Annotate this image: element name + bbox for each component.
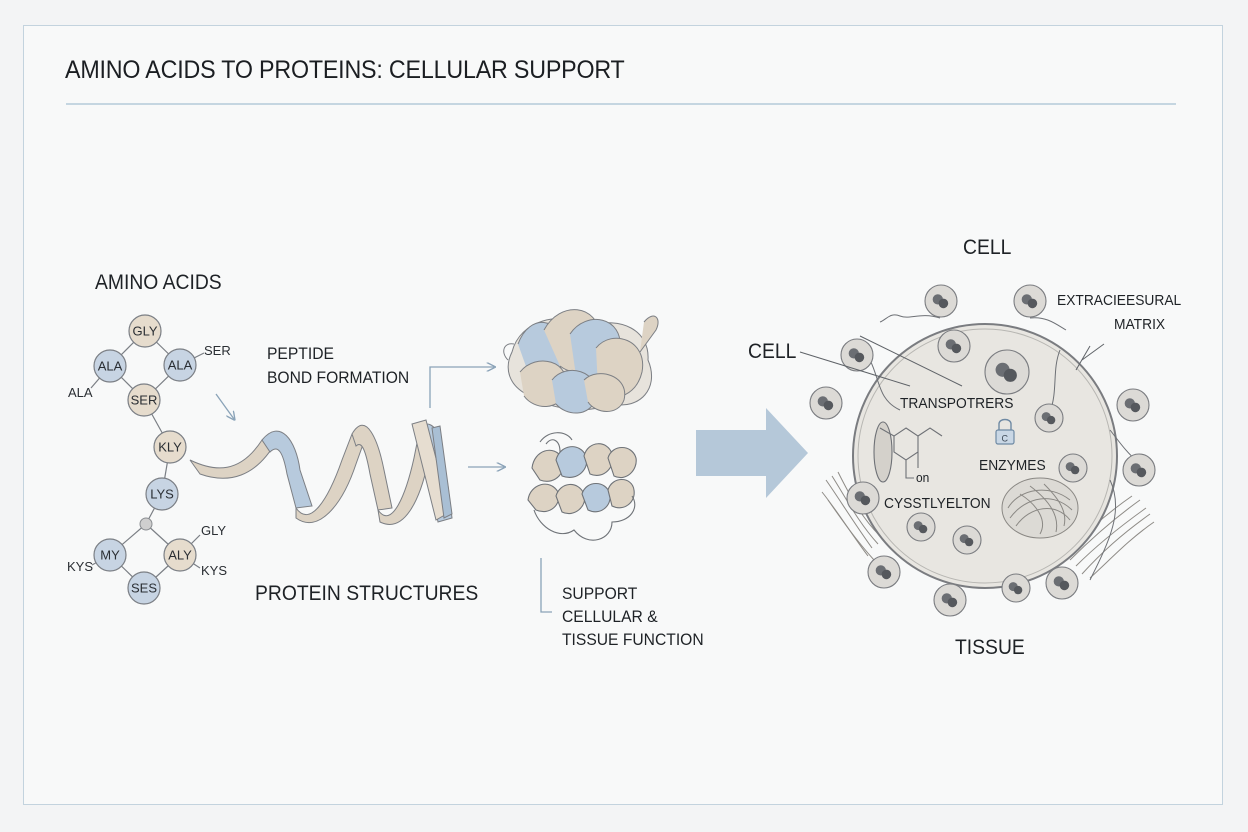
amino-node-label: MY (100, 548, 120, 563)
lock-icon-glyph: C (1002, 434, 1009, 444)
vesicle (924, 284, 958, 318)
label-transporters: TRANSPOTRERS (900, 395, 1014, 412)
arrow-to-globular (429, 367, 494, 408)
amino-node-label: ALY (168, 548, 192, 563)
globular-protein (503, 309, 659, 414)
label-tissue: TISSUE (955, 636, 1025, 659)
label-tissue-function: TISSUE FUNCTION (562, 630, 704, 649)
label-support: SUPPORT (562, 584, 638, 603)
vesicle (1013, 284, 1047, 318)
amino-node: ALA (163, 348, 197, 382)
helix-bundle-protein (527, 432, 637, 541)
amino-node-label: SER (131, 393, 158, 408)
amino-node: LYS (145, 477, 179, 511)
vesicle (867, 555, 901, 589)
vesicle (809, 386, 843, 420)
molecule-sketch (873, 421, 943, 483)
vesicle (1001, 573, 1031, 603)
vesicle (984, 349, 1030, 395)
label-on: on (916, 470, 930, 485)
vesicle (906, 512, 936, 542)
label-enzymes: ENZYMES (979, 457, 1046, 474)
amino-node-circle (163, 538, 197, 572)
page-title: AMINO ACIDS TO PROTEINS: CELLULAR SUPPOR… (65, 56, 625, 84)
vesicle (933, 583, 967, 617)
side-label-kys-right: KYS (201, 563, 227, 578)
label-amino-acids: AMINO ACIDS (95, 271, 222, 294)
support-bracket (540, 558, 552, 613)
arrow-to-chain (215, 393, 234, 419)
amino-node-circle (128, 314, 162, 348)
amino-node-label: KLY (158, 440, 182, 455)
label-protein-structures: PROTEIN STRUCTURES (255, 582, 479, 605)
label-extracellular: EXTRACIEESURAL (1057, 292, 1182, 309)
amino-node-label: ALA (98, 359, 123, 374)
label-cellular: CELLULAR & (562, 607, 658, 626)
amino-node-label: GLY (132, 324, 157, 339)
vesicle (1058, 453, 1088, 483)
amino-node: SER (127, 383, 161, 417)
label-peptide: PEPTIDE (267, 344, 334, 363)
label-matrix: MATRIX (1114, 316, 1166, 333)
amino-node-circle (153, 430, 187, 464)
amino-node-circle (127, 571, 161, 605)
vesicle (1122, 453, 1156, 487)
amino-node-label: LYS (150, 487, 174, 502)
vesicle (846, 481, 880, 515)
amino-node-label: ALA (168, 358, 193, 373)
side-label-kys-left: KYS (67, 559, 93, 574)
amino-node: ALA (93, 349, 127, 383)
amino-node-circle (163, 348, 197, 382)
organelle-tangle (1001, 477, 1079, 539)
amino-node: ALY (163, 538, 197, 572)
polypeptide-helix (189, 419, 453, 525)
amino-node-circle (127, 383, 161, 417)
title-divider (66, 103, 1176, 105)
lock-icon: C (995, 418, 1015, 445)
vesicle (840, 338, 874, 372)
label-cell-top: CELL (963, 236, 1012, 259)
label-cell-left: CELL (748, 340, 797, 363)
junction-node (139, 517, 153, 531)
side-label-ala: ALA (68, 385, 93, 400)
amino-node: KLY (153, 430, 187, 464)
amino-node: GLY (128, 314, 162, 348)
side-label-ser: SER (204, 343, 231, 358)
vesicle (1045, 566, 1079, 600)
amino-node: MY (93, 538, 127, 572)
amino-node-circle (93, 538, 127, 572)
cell-membrane-inner (857, 328, 1113, 584)
side-label-gly: GLY (201, 523, 226, 538)
cell-pointer-lines (799, 335, 1105, 387)
amino-node-circle (93, 349, 127, 383)
amino-node-circle (145, 477, 179, 511)
vesicle (952, 525, 982, 555)
vesicle (1116, 388, 1150, 422)
label-cytoskeleton: CYSSTLYELTON (884, 495, 991, 512)
vesicle (937, 329, 971, 363)
big-flow-arrow (696, 408, 808, 498)
amino-node-label: SES (131, 581, 157, 596)
vesicle (1034, 403, 1064, 433)
amino-node: SES (127, 571, 161, 605)
label-bond-formation: BOND FORMATION (267, 368, 410, 387)
